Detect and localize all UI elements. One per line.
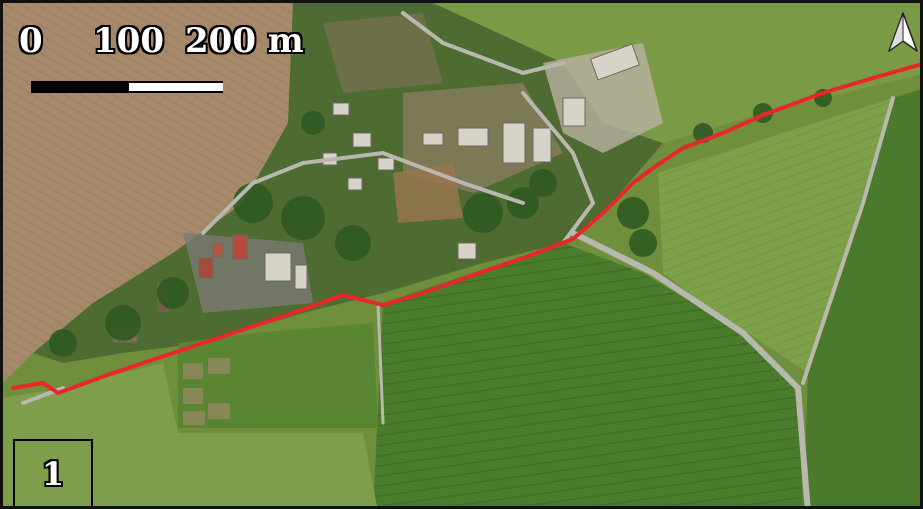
allotment-plots: [183, 358, 230, 425]
scale-label-200: 200 m: [185, 21, 304, 61]
scale-bar-black-segment: [33, 83, 129, 91]
buildings: [112, 43, 641, 343]
scale-labels: 0 100 200 m: [3, 21, 323, 65]
field-south-west: [3, 363, 377, 506]
north-arrow-icon: [888, 12, 918, 52]
field-north-east: [433, 3, 920, 143]
roads: [21, 11, 895, 506]
route-line: [11, 62, 920, 395]
storage-yard: [323, 13, 443, 93]
field-east: [658, 98, 893, 373]
inset-box: 1: [13, 439, 93, 506]
scale-bar: [31, 81, 223, 93]
allotments: [178, 323, 378, 428]
scale-bar-white-segment: [129, 83, 223, 91]
scale-label-100: 100: [93, 21, 164, 61]
scale-label-zero: 0: [19, 21, 43, 61]
field-far-east: [803, 89, 920, 506]
field-central: [373, 243, 803, 506]
trees: [49, 89, 832, 357]
ploughed-field: [3, 3, 293, 383]
inset-label: 1: [41, 455, 65, 493]
satellite-map: [3, 3, 920, 506]
